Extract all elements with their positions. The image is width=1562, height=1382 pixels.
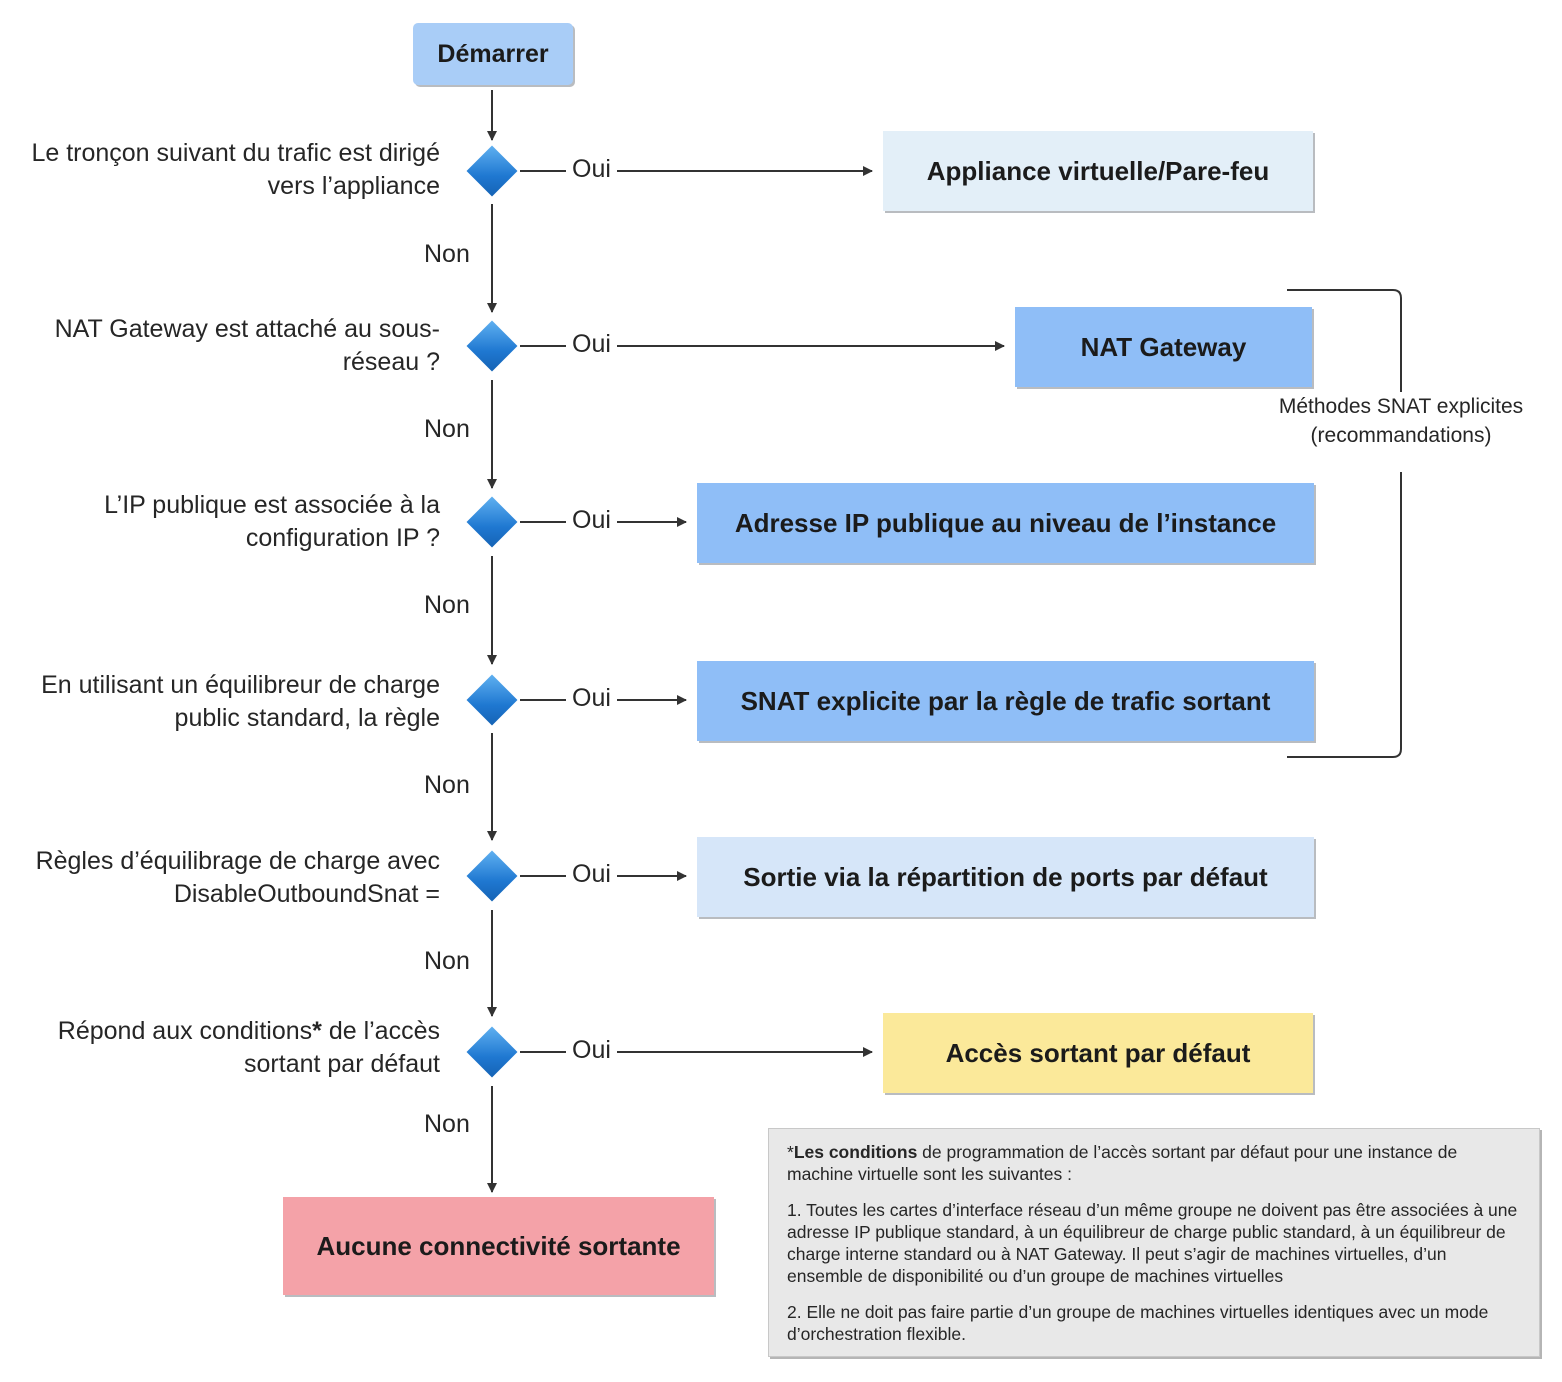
yes-label-5: Oui	[566, 860, 617, 889]
explicit-snat-bracket-label: Méthodes SNAT explicites (recommandation…	[1263, 392, 1539, 472]
result-default-outbound-access: Accès sortant par défaut	[883, 1013, 1313, 1093]
result-nat-gateway: NAT Gateway	[1015, 307, 1312, 387]
decision-question-2: NAT Gateway est attaché au sous-réseau ?	[54, 315, 440, 376]
result-label-3: Adresse IP publique au niveau de l’insta…	[734, 507, 1277, 538]
result-label-2: NAT Gateway	[1080, 331, 1247, 362]
no-label-2: Non	[418, 415, 476, 444]
bracket-label-line1: Méthodes SNAT explicites	[1278, 395, 1524, 418]
no-label-5: Non	[418, 947, 476, 976]
yes-label-3: Oui	[566, 506, 617, 535]
no-label-1: Non	[418, 240, 476, 269]
start-node: Démarrer	[413, 23, 573, 85]
bracket-label-line2: (recommandations)	[1310, 424, 1492, 447]
yes-label-2: Oui	[566, 330, 617, 359]
result-label-4: SNAT explicite par la règle de trafic so…	[740, 685, 1271, 716]
yes-label-4: Oui	[566, 684, 617, 713]
yes-label-1: Oui	[566, 155, 617, 184]
question-6-post: de l’accès sortant par défaut	[244, 1017, 440, 1078]
no-label-6: Non	[418, 1110, 476, 1139]
decision-question-4: En utilisant un équilibreur de charge pu…	[41, 671, 440, 732]
note-item-1: 1. Toutes les cartes d’interface réseau …	[787, 1200, 1518, 1286]
end-no-outbound-connectivity: Aucune connectivité sortante	[283, 1197, 714, 1295]
decision-question-3: L’IP publique est associée à la configur…	[104, 491, 440, 552]
note-intro-bold: Les conditions	[793, 1142, 918, 1162]
no-label-3: Non	[418, 591, 476, 620]
question-6-pre: Répond aux conditions	[57, 1017, 313, 1045]
note-intro-rest: de programmation de l’accès sortant par …	[787, 1142, 1458, 1184]
start-label: Démarrer	[437, 39, 549, 68]
result-default-port-allocation: Sortie via la répartition de ports par d…	[697, 837, 1314, 917]
decision-question-5: Règles d’équilibrage de charge avec Disa…	[35, 847, 440, 908]
result-explicit-snat-outbound-rule: SNAT explicite par la règle de trafic so…	[697, 661, 1314, 741]
result-appliance-firewall: Appliance virtuelle/Pare-feu	[883, 131, 1313, 211]
result-label-6: Accès sortant par défaut	[945, 1037, 1251, 1068]
decision-question-6: Répond aux conditions* de l’accès sortan…	[0, 1015, 440, 1081]
note-intro: *Les conditions de programmation de l’ac…	[787, 1141, 1521, 1185]
result-instance-public-ip: Adresse IP publique au niveau de l’insta…	[697, 483, 1314, 563]
result-label-5: Sortie via la répartition de ports par d…	[743, 861, 1268, 892]
conditions-note: *Les conditions de programmation de l’ac…	[768, 1128, 1540, 1357]
decision-question-1: Le tronçon suivant du trafic est dirigé …	[31, 139, 440, 200]
end-label: Aucune connectivité sortante	[316, 1230, 681, 1261]
no-label-4: Non	[418, 771, 476, 800]
note-item-2: 2. Elle ne doit pas faire partie d’un gr…	[787, 1302, 1489, 1344]
result-label-1: Appliance virtuelle/Pare-feu	[926, 155, 1270, 186]
note-intro-prefix: *	[787, 1142, 794, 1162]
question-6-asterisk: *	[312, 1017, 322, 1045]
yes-label-6: Oui	[566, 1036, 617, 1065]
